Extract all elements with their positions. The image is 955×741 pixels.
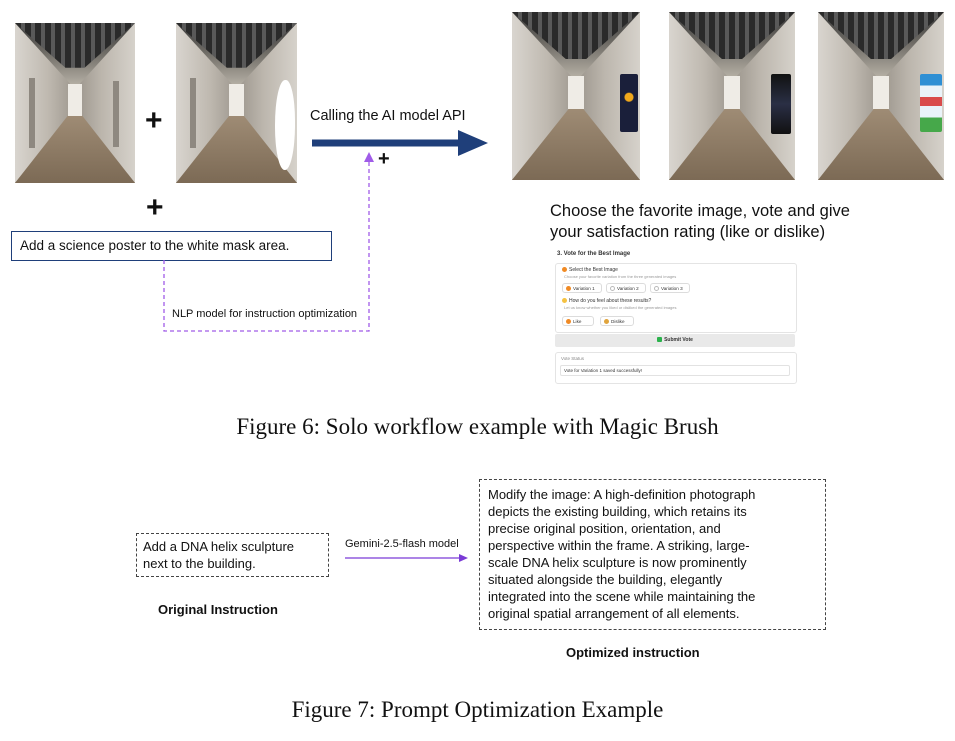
vote-card: Select the Best Image Choose your favori…: [555, 263, 797, 333]
status-label: Vote Status: [561, 356, 585, 361]
check-icon: [657, 337, 663, 343]
select-icon: [562, 267, 567, 273]
api-arrow: [312, 130, 488, 156]
original-instruction-title: Original Instruction: [158, 602, 278, 617]
vote-section-title: 3. Vote for the Best Image: [557, 251, 631, 257]
model-arrow: [345, 554, 468, 562]
dislike-radio[interactable]: Dislike: [600, 316, 634, 326]
status-value: Vote for Variation 1 saved successfully!: [564, 368, 642, 373]
nlp-connector: [163, 152, 374, 332]
plus-sign-2: +: [146, 191, 164, 224]
solar-system-poster: [620, 74, 638, 132]
optimized-line: depicts the existing building, which ret…: [488, 504, 747, 519]
original-corridor-photo: [15, 23, 135, 183]
plus-sign-1: +: [145, 104, 163, 137]
optimized-instruction-title: Optimized instruction: [566, 645, 700, 660]
optimized-line: situated alongside the building, elegant…: [488, 572, 723, 587]
optimized-line: perspective within the frame. A striking…: [488, 538, 750, 553]
model-label: Gemini-2.5-flash model: [345, 538, 459, 550]
feel-label: How do you feel about these results?: [569, 298, 652, 304]
result-photo-3: [818, 12, 944, 180]
radio-icon: [654, 286, 659, 292]
choose-text: Choose the favorite image, vote and give…: [550, 201, 850, 243]
optimized-instruction-box: Modify the image: A high-definition phot…: [479, 479, 826, 630]
instruction-text: Add a science poster to the white mask a…: [20, 238, 290, 253]
select-label: Select the Best Image: [569, 267, 618, 273]
optimized-line: scale DNA helix sculpture is now promine…: [488, 555, 747, 570]
select-hint: Choose your favorite variation from the …: [564, 274, 677, 279]
variation-1-radio[interactable]: Variation 1: [562, 283, 602, 293]
variation-2-radio[interactable]: Variation 2: [606, 283, 646, 293]
like-icon: [566, 319, 571, 325]
figure-6-caption: Figure 6: Solo workflow example with Mag…: [236, 414, 719, 439]
choose-text-line-2: your satisfaction rating (like or dislik…: [550, 223, 826, 241]
space-poster: [771, 74, 791, 134]
dislike-icon: [604, 319, 609, 325]
smile-icon: [562, 298, 567, 304]
white-mask-area: [275, 80, 295, 170]
feel-hint: Let us know whether you liked or dislike…: [564, 305, 677, 310]
nlp-label: NLP model for instruction optimization: [172, 308, 358, 320]
plus-sign-3: +: [378, 148, 390, 170]
original-line-1: Add a DNA helix sculpture: [143, 539, 295, 554]
api-label: Calling the AI model API: [310, 108, 466, 124]
optimized-line: original spatial arrangement of all elem…: [488, 606, 740, 621]
optimized-line: integrated into the scene while maintain…: [488, 589, 756, 604]
submit-vote-button[interactable]: Submit Vote: [555, 334, 795, 347]
original-instruction-box: Add a DNA helix sculpture next to the bu…: [136, 533, 329, 577]
masked-corridor-photo: [176, 23, 297, 183]
status-field: Vote for Variation 1 saved successfully!: [560, 365, 790, 376]
instruction-box: Add a science poster to the white mask a…: [11, 231, 332, 261]
radio-icon: [610, 286, 615, 292]
like-radio[interactable]: Like: [562, 316, 594, 326]
variation-3-radio[interactable]: Variation 3: [650, 283, 690, 293]
figure-7-caption: Figure 7: Prompt Optimization Example: [291, 697, 664, 722]
result-photo-2: [669, 12, 795, 180]
result-photo-1: [512, 12, 640, 180]
choose-text-line-1: Choose the favorite image, vote and give: [550, 202, 850, 220]
infographic-poster: [920, 74, 942, 132]
vote-panel: 3. Vote for the Best Image Select the Be…: [555, 251, 797, 384]
optimized-line: Modify the image: A high-definition phot…: [488, 487, 756, 502]
optimized-line: precise original position, orientation, …: [488, 521, 721, 536]
status-card: Vote Status Vote for Variation 1 saved s…: [555, 352, 797, 384]
radio-selected-icon: [566, 286, 571, 292]
original-line-2: next to the building.: [143, 556, 256, 571]
